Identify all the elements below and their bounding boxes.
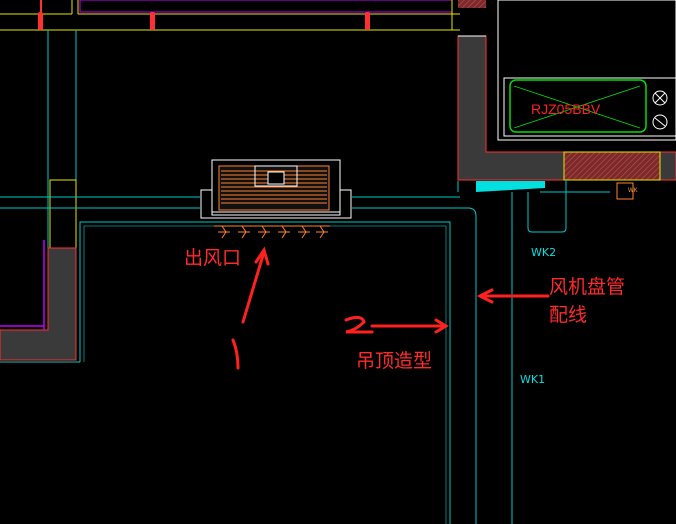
wk1-tag: WK1 bbox=[520, 373, 546, 386]
right-wall-block bbox=[457, 0, 676, 181]
left-wall-block bbox=[0, 240, 77, 361]
wk-box bbox=[616, 182, 634, 200]
wk2-tag: WK2 bbox=[531, 246, 557, 259]
air-outlet-diffusers bbox=[214, 225, 330, 239]
fcu-pipe-label-line2: 配线 bbox=[549, 304, 588, 326]
air-outlet-label: 出风口 bbox=[184, 247, 242, 269]
left-column bbox=[47, 30, 77, 249]
pipe-markers bbox=[38, 0, 370, 30]
fcu-pipe-label-line1: 风机盘管 bbox=[549, 276, 626, 298]
unit-model-label: RJZ05BBV bbox=[531, 101, 601, 117]
top-wall bbox=[0, 0, 460, 31]
drain-wedge bbox=[457, 181, 545, 192]
outdoor-unit[interactable] bbox=[497, 0, 676, 141]
ceiling-shape-label: 吊顶造型 bbox=[356, 350, 433, 372]
fan-coil-unit[interactable] bbox=[200, 159, 352, 219]
pipe-runs bbox=[511, 180, 610, 524]
wk-small-tag: WK bbox=[628, 188, 638, 194]
annotation-arrows bbox=[231, 246, 550, 370]
